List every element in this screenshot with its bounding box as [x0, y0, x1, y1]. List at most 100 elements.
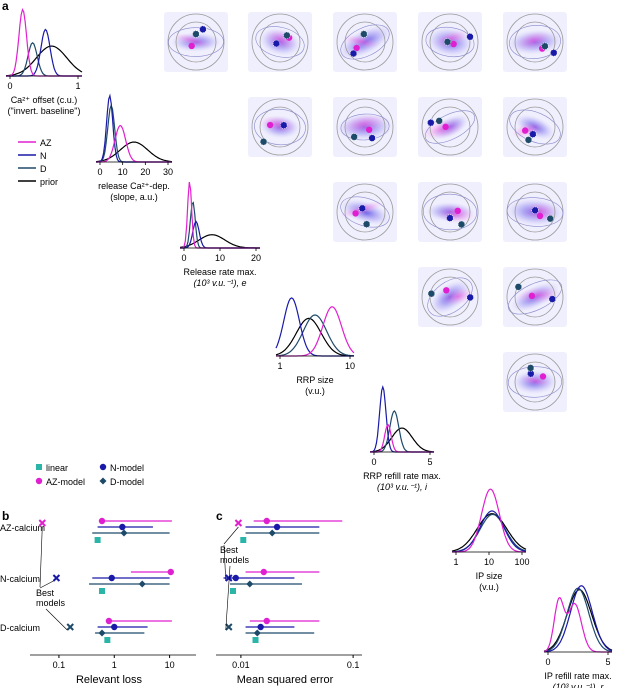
pairwise-density-grid — [164, 12, 567, 412]
d-marker — [524, 136, 533, 144]
d-marker — [360, 30, 368, 38]
az-density-cloud — [441, 287, 475, 306]
n-marker — [272, 39, 281, 48]
contour-ellipse — [507, 279, 563, 315]
density-curve-pr — [275, 317, 354, 357]
x-tick-label: 0 — [371, 457, 376, 467]
contour-ellipse — [427, 277, 473, 317]
n-marker — [349, 49, 358, 58]
n-model-point — [257, 623, 264, 631]
axis-label: (slope, a.u.) — [110, 192, 158, 202]
az-density-cloud — [434, 29, 469, 48]
annotation-line — [223, 544, 227, 582]
linear-point — [252, 637, 259, 643]
n-model-point — [232, 574, 239, 582]
az-marker — [266, 121, 274, 129]
linear-point — [98, 588, 105, 594]
contour-ellipse — [422, 193, 478, 231]
density-cell — [333, 182, 397, 242]
legend-a: AZ N D prior — [18, 138, 58, 187]
x-tick-label: 5 — [605, 657, 610, 667]
x-tick-label: 10 — [118, 167, 128, 177]
density-cell — [418, 12, 482, 72]
contour-ellipse — [507, 366, 563, 398]
contour-ellipse — [255, 26, 305, 58]
contour-ellipse — [425, 26, 475, 58]
x-tick-label: 30 — [163, 167, 173, 177]
n-marker — [358, 204, 367, 213]
x-tick-label: 5 — [427, 457, 432, 467]
contour-ellipse — [506, 197, 564, 227]
legend-bc: linear AZ-model N-model D-model — [35, 463, 144, 487]
density-cell — [503, 97, 567, 157]
d-marker — [350, 133, 358, 141]
contour-circle — [336, 183, 394, 241]
d-model-point — [138, 580, 146, 588]
axis-label: (10³ v.u.⁻¹), r — [552, 682, 604, 688]
az-marker — [521, 127, 529, 134]
density-cell — [418, 182, 482, 242]
density-cell — [248, 97, 312, 157]
az-marker — [539, 373, 547, 380]
contour-circle — [506, 98, 564, 156]
x-tick-label: 10 — [165, 660, 175, 670]
density-cell — [333, 97, 397, 157]
contour-circle — [429, 21, 471, 63]
az-marker — [188, 42, 195, 50]
az-model-point — [105, 617, 113, 625]
x-tick-label: 1 — [453, 557, 458, 567]
contour-circle — [336, 98, 394, 156]
d-model-point — [253, 629, 261, 637]
annotation-line — [45, 608, 68, 631]
x-tick-label: 1 — [112, 660, 117, 670]
density-curve-n — [451, 510, 527, 553]
n-model-point — [119, 523, 126, 531]
az-model-point — [260, 568, 268, 576]
contour-circle — [514, 191, 556, 233]
az-marker — [443, 287, 450, 294]
axis-label: (v.u.) — [305, 386, 325, 396]
az-marker — [353, 44, 360, 52]
d-marker — [259, 138, 268, 146]
contour-circle — [175, 21, 217, 63]
n-marker — [550, 49, 558, 57]
density-curve-az — [452, 488, 526, 553]
axis-label: IP size — [476, 571, 503, 581]
best-models-label: models — [36, 598, 66, 608]
density-cell — [418, 97, 482, 157]
density-cell — [248, 12, 312, 72]
legend-prior: prior — [40, 177, 58, 187]
best-model-marker — [38, 519, 46, 527]
best-model-marker — [225, 574, 233, 582]
d-marker — [192, 30, 200, 38]
az-density-cloud — [259, 115, 298, 134]
contour-circle — [344, 191, 386, 233]
az-marker — [536, 212, 544, 220]
annotation-line — [223, 526, 239, 545]
best-model-marker — [52, 574, 61, 582]
density-curve-az — [6, 7, 82, 77]
legend-d-model: D-model — [110, 477, 144, 487]
legend-n: N — [40, 151, 47, 161]
annotation-line — [225, 565, 231, 631]
best-models-label: Best — [36, 588, 55, 598]
linear-point — [94, 537, 101, 543]
category-label: AZ-calcium — [0, 523, 45, 533]
n-marker — [368, 134, 376, 142]
d-marker — [526, 364, 535, 372]
n-marker — [466, 293, 474, 302]
d-marker — [443, 38, 452, 46]
x-tick-label: 0.1 — [53, 660, 66, 670]
d-marker — [362, 220, 371, 228]
n-marker — [466, 33, 474, 41]
density-cell — [418, 267, 482, 327]
x-tick-label: 10 — [484, 557, 494, 567]
x-tick-label: 0 — [181, 253, 186, 263]
x-tick-label: 20 — [140, 167, 150, 177]
